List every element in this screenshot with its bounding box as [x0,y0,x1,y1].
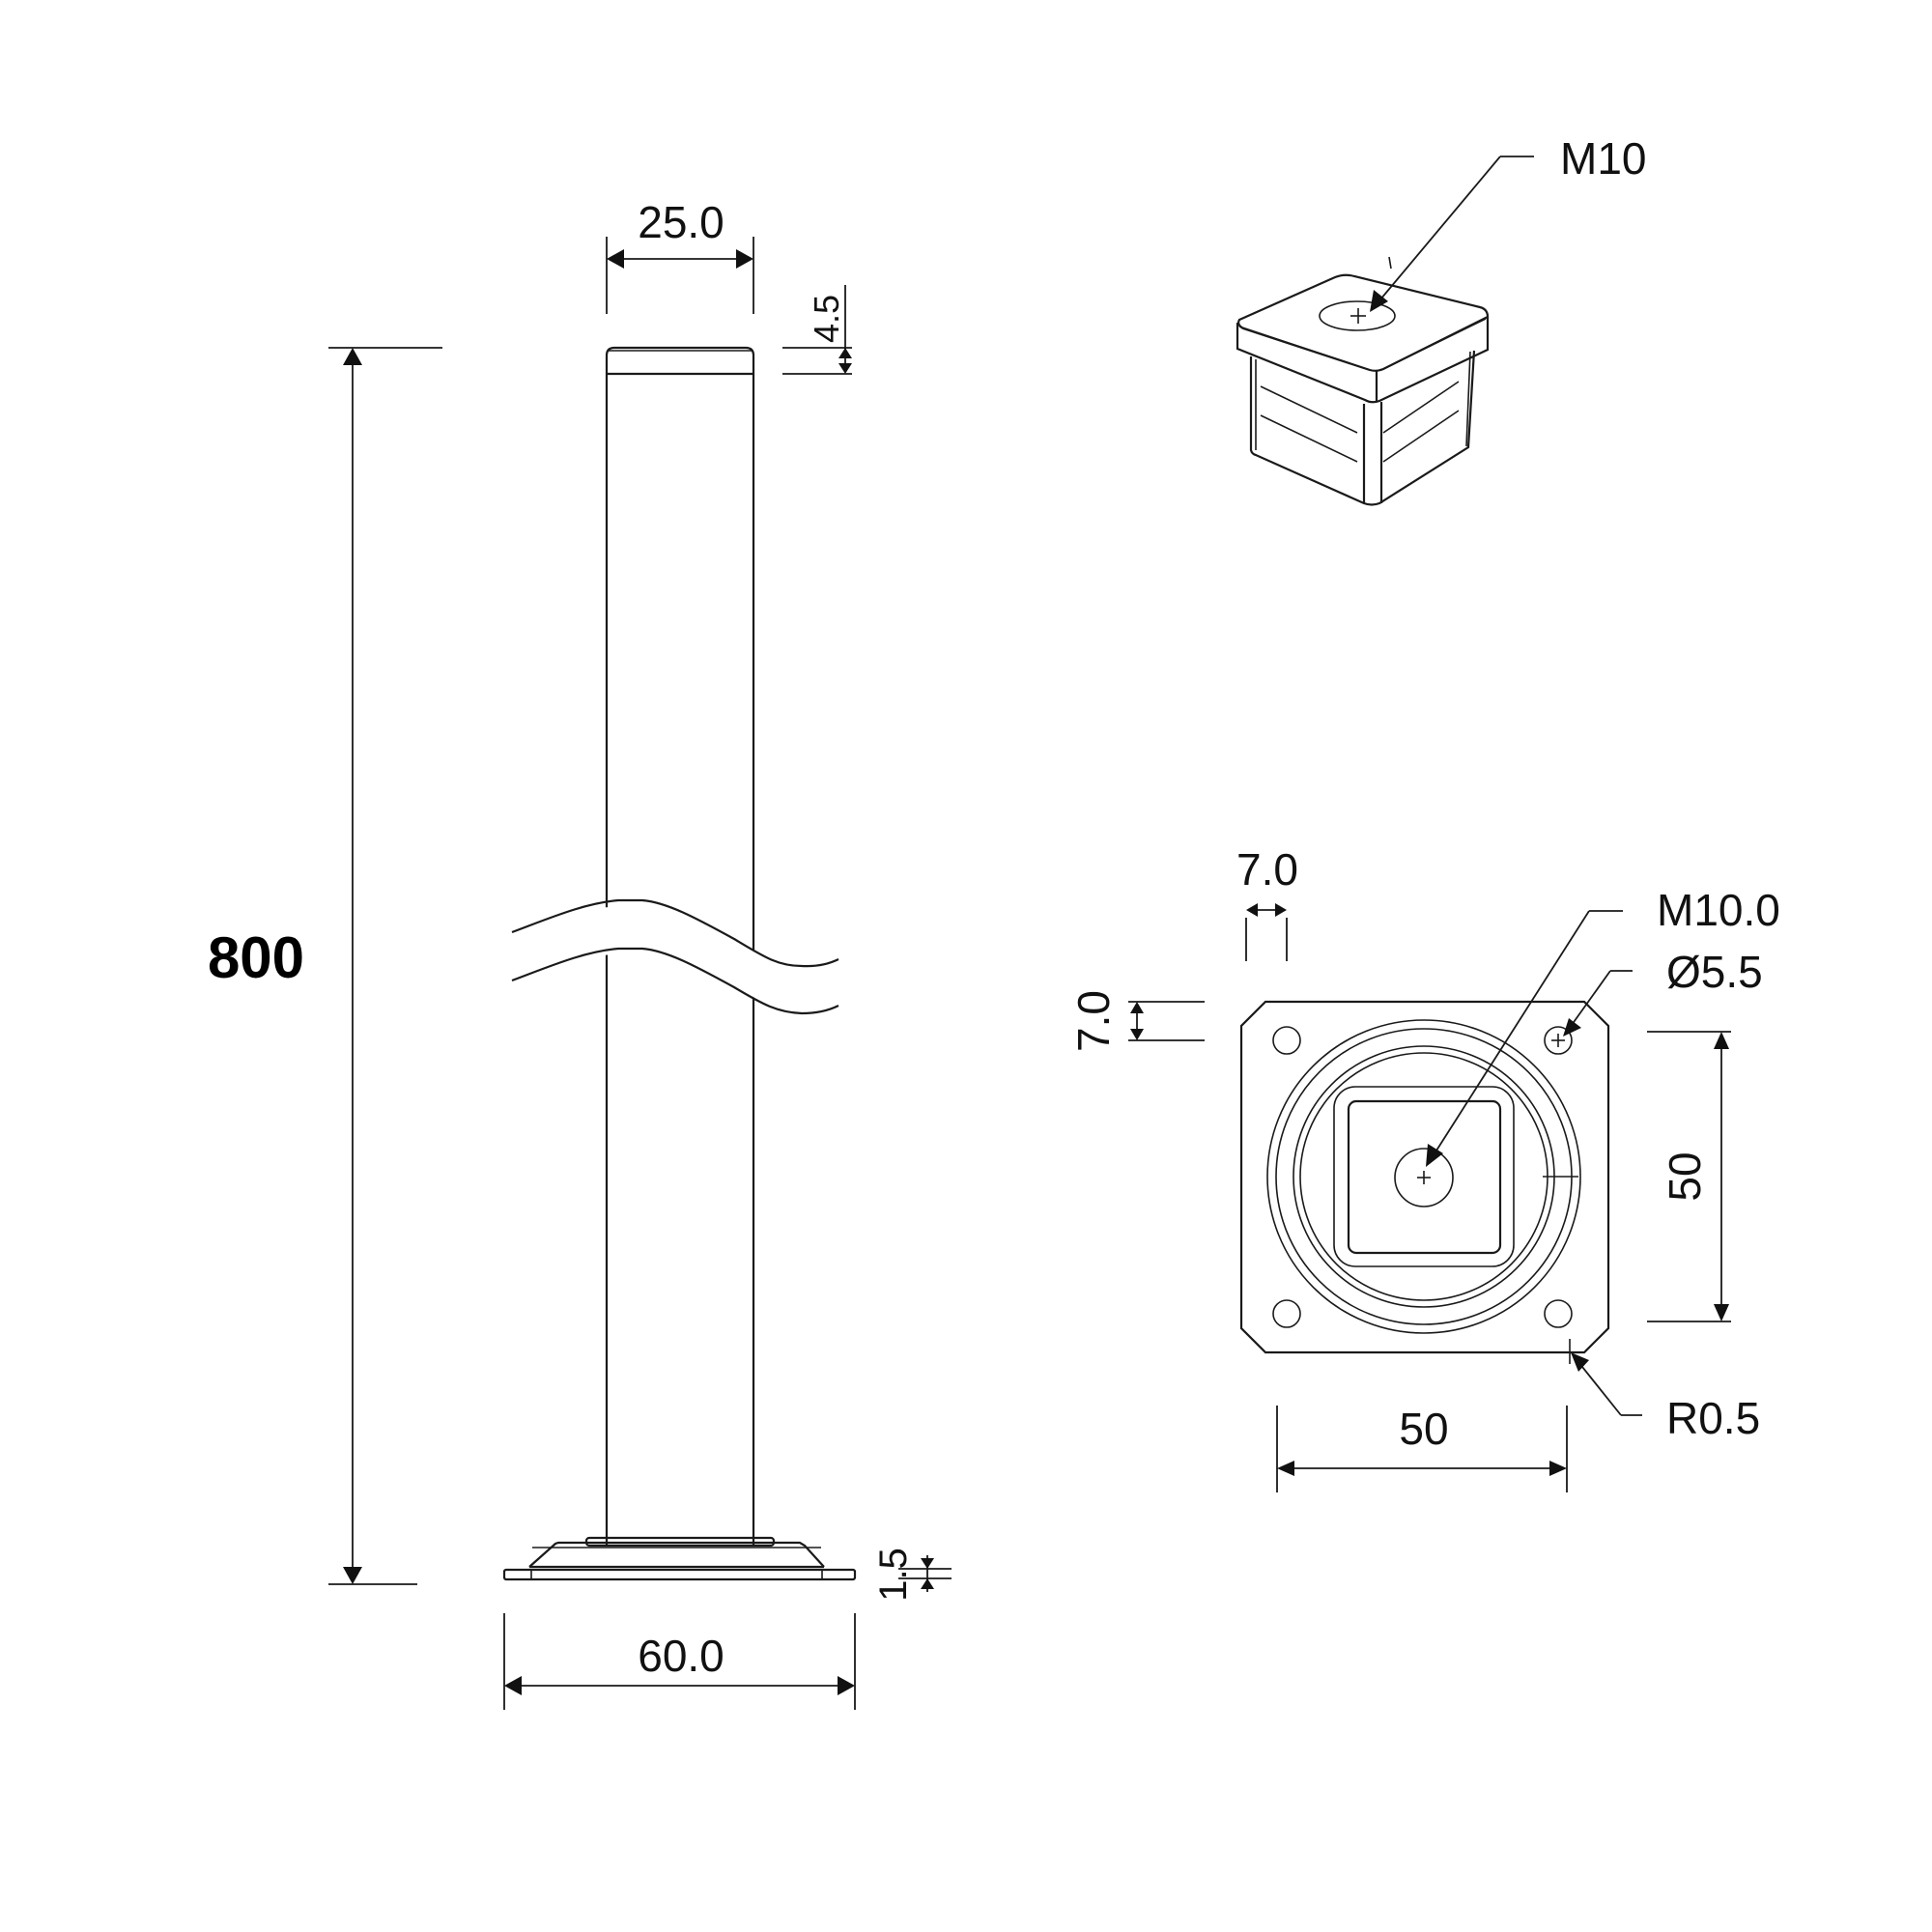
tube-width-label: 25.0 [638,197,724,247]
cap-height-label: 4.5 [807,295,846,343]
corner-radius-label: R0.5 [1666,1393,1760,1443]
cap-thread-label: M10 [1560,133,1646,184]
plate-thickness-label: 1.5 [872,1548,915,1602]
base-width-dimension: 60.0 [503,1613,856,1710]
break-lines [511,898,840,1015]
base-plate [502,1536,857,1581]
tube-width-dimension: 25.0 [606,197,754,314]
cap-height-dimension: 4.5 [782,285,852,375]
tube [605,346,755,1546]
offset-x-label: 7.0 [1236,844,1298,895]
plan-thread-label: M10.0 [1657,885,1780,935]
height-dimension: 800 [208,347,442,1585]
plate-thickness-dimension: 1.5 [872,1548,952,1602]
side-view: 800 25.0 4.5 [208,197,952,1710]
cap-iso-view: M10 [1236,133,1646,506]
hole-spacing-vertical-label: 50 [1660,1151,1710,1201]
height-label: 800 [208,925,304,990]
hole-diameter-label: Ø5.5 [1666,947,1763,997]
plan-view: 7.0 7.0 M10.0 Ø5.5 50 50 [1068,844,1780,1492]
hole-spacing-horizontal-label: 50 [1399,1404,1448,1454]
offset-y-label: 7.0 [1068,990,1119,1052]
base-width-label: 60.0 [638,1631,724,1681]
